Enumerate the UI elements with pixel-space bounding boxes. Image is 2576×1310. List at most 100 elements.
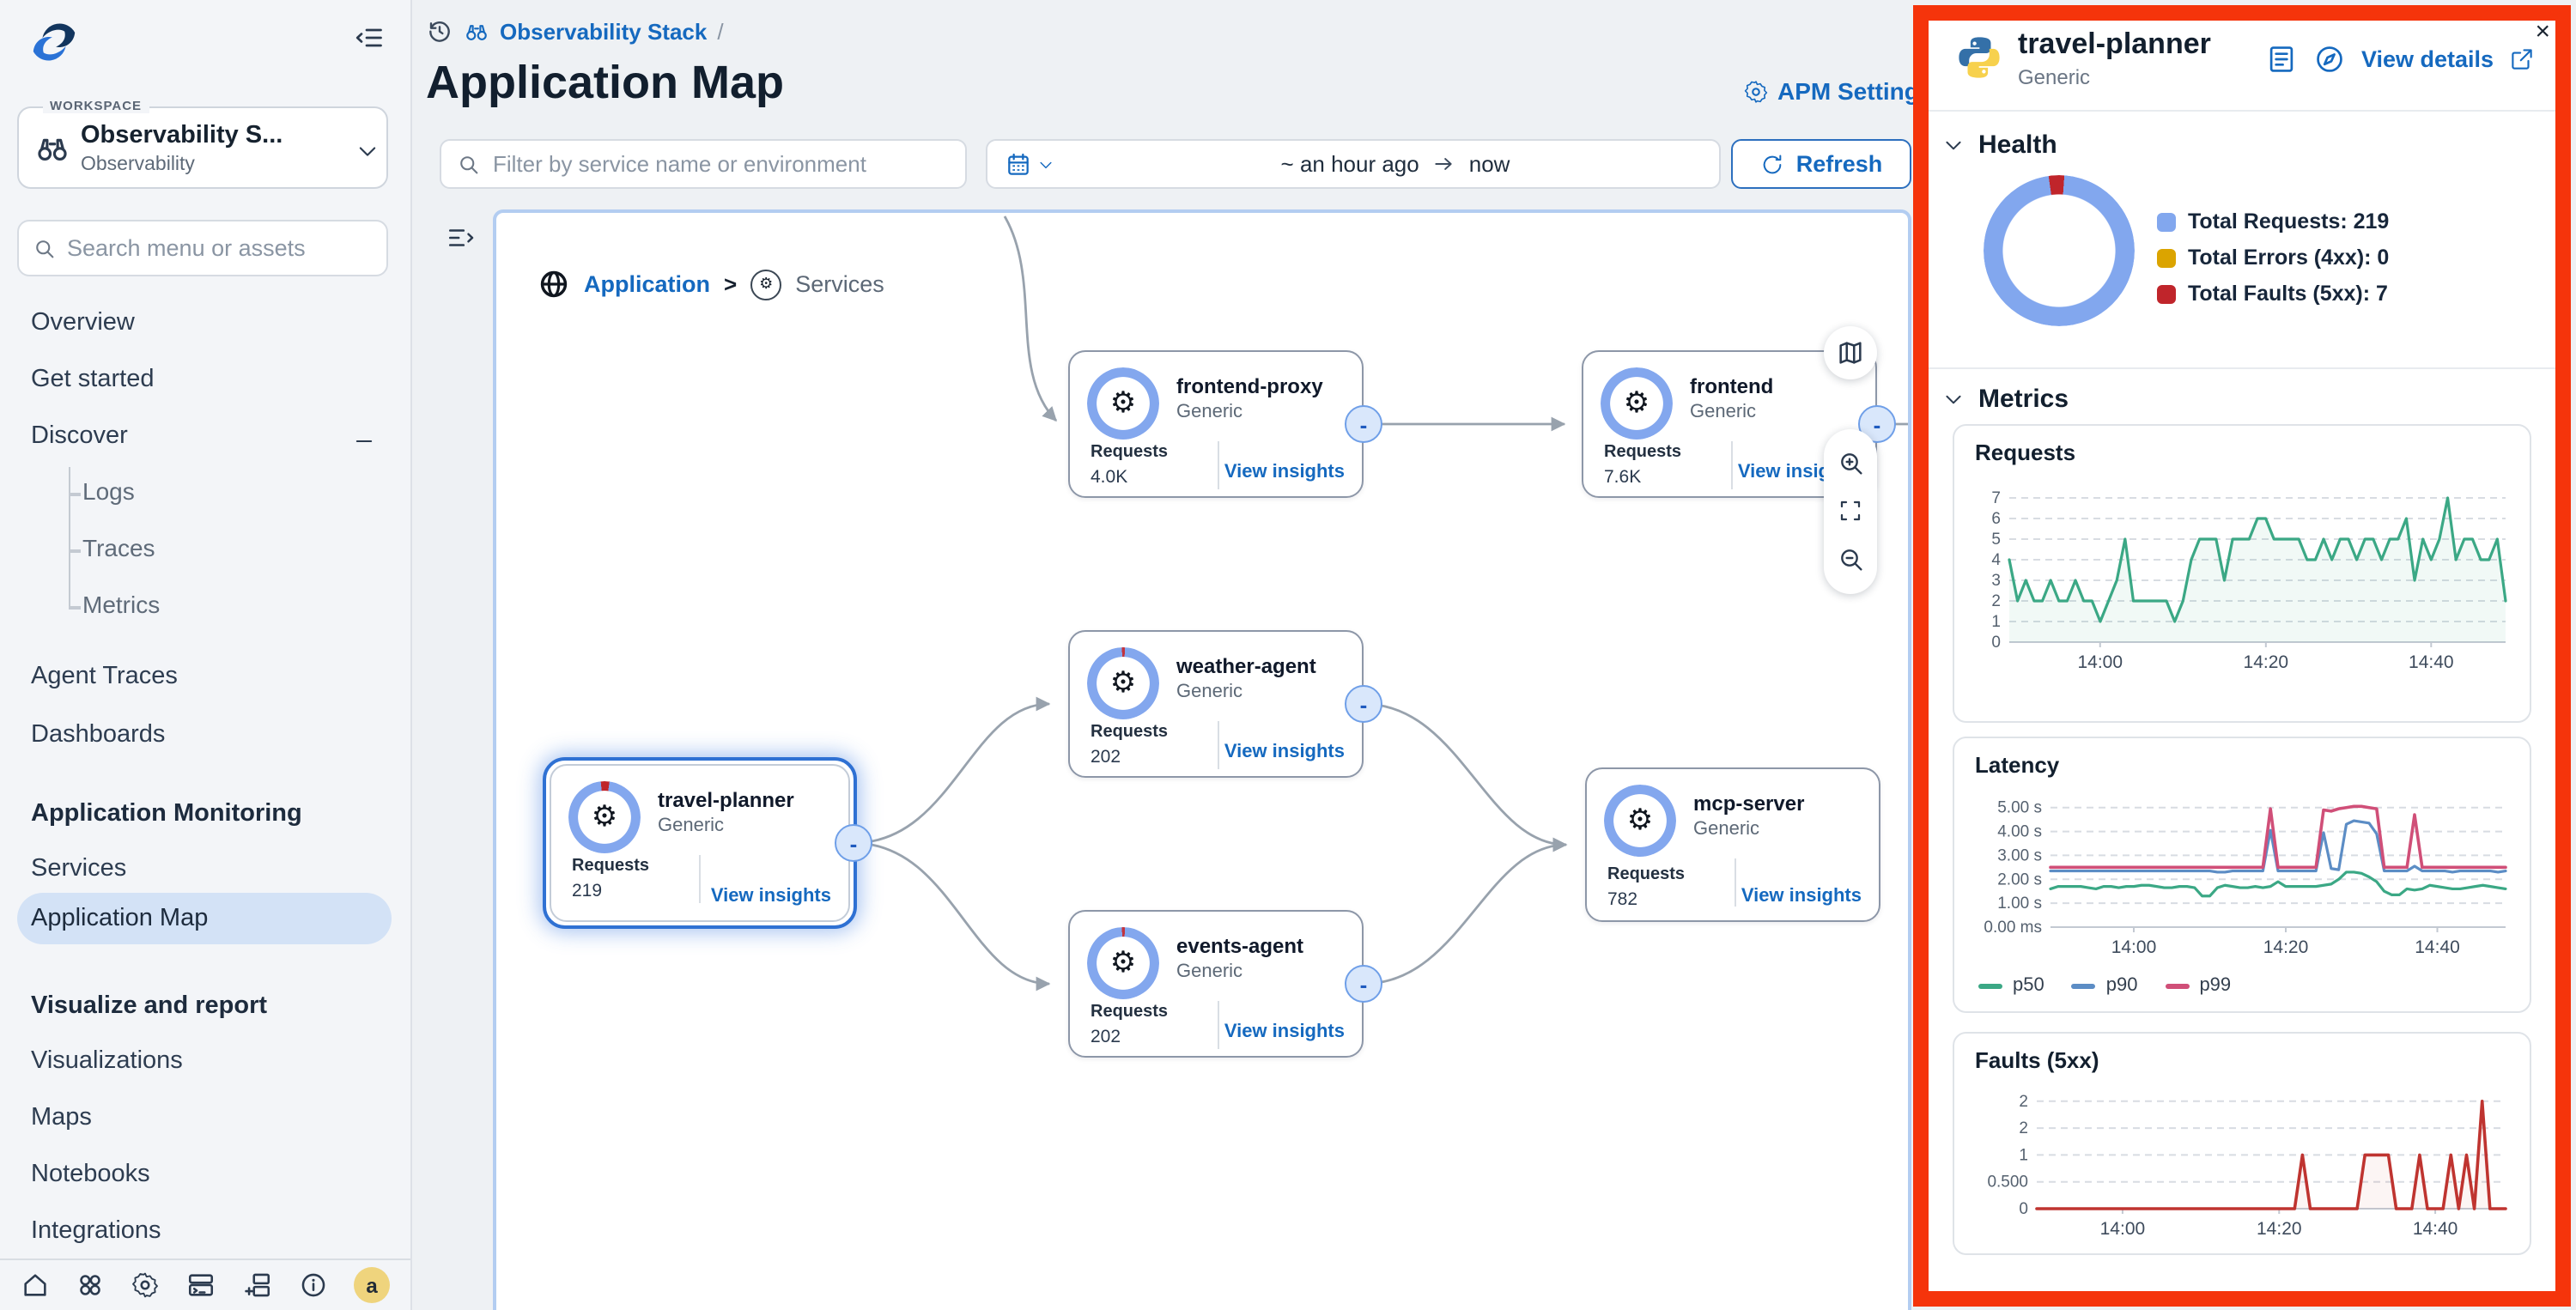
sidebar-search[interactable] [17, 220, 388, 276]
sidebar-item-traces[interactable]: Traces [68, 534, 155, 561]
service-filter-input[interactable] [493, 151, 939, 177]
metrics-section-header[interactable]: Metrics [1942, 385, 2069, 414]
collapse-edge-button[interactable]: - [1345, 965, 1382, 1003]
svg-text:14:00: 14:00 [2111, 937, 2157, 957]
apps-icon[interactable] [76, 1271, 105, 1300]
sidebar-item-services[interactable]: Services [31, 855, 127, 882]
collapse-edge-button[interactable]: - [1345, 685, 1382, 723]
annotation-highlight-box: × travel-planner Generic View details He… [1913, 5, 2571, 1307]
svg-text:1: 1 [1991, 613, 2001, 631]
view-details-link[interactable]: View details [2361, 46, 2494, 72]
breadcrumb-link[interactable]: Observability Stack [500, 18, 708, 44]
svg-text:0: 0 [2019, 1200, 2028, 1218]
svg-text:14:40: 14:40 [2409, 652, 2454, 672]
latency-chart: 0.00 ms1.00 s2.00 s3.00 s4.00 s5.00 s14:… [1984, 799, 2507, 957]
refresh-button[interactable]: Refresh [1731, 139, 1911, 189]
sidebar-item-metrics[interactable]: Metrics [68, 591, 161, 618]
legend-swatch [2157, 284, 2176, 303]
node-events-agent[interactable]: ⚙ events-agent Generic Requests 202 View… [1068, 910, 1364, 1058]
divider [1218, 1001, 1219, 1049]
view-insights-link[interactable]: View insights [1224, 742, 1345, 762]
gear-icon: ⚙ [1109, 386, 1137, 419]
sidebar-item-get-started[interactable]: Get started [31, 366, 155, 393]
add-panel-icon[interactable] [242, 1271, 273, 1300]
user-avatar[interactable]: a [354, 1267, 390, 1303]
info-icon[interactable] [299, 1271, 328, 1300]
view-insights-link[interactable]: View insights [1224, 1022, 1345, 1042]
node-name: weather-agent [1176, 654, 1316, 678]
svg-text:14:00: 14:00 [2100, 1219, 2146, 1239]
settings-gear-icon[interactable] [131, 1271, 160, 1300]
node-type: Generic [658, 816, 725, 836]
node-frontend-proxy[interactable]: ⚙ frontend-proxy Generic Requests 4.0K V… [1068, 350, 1364, 498]
node-name: frontend-proxy [1176, 374, 1323, 398]
divider [699, 855, 701, 903]
dev-tools-icon[interactable] [185, 1271, 216, 1300]
svg-text:2: 2 [2019, 1093, 2028, 1111]
requests-value: 219 [572, 881, 603, 901]
minimap-toggle-button[interactable] [1824, 326, 1877, 379]
node-weather-agent[interactable]: ⚙ weather-agent Generic Requests 202 Vie… [1068, 630, 1364, 778]
apm-settings-button[interactable]: APM Settings [1743, 77, 1932, 105]
panel-title: travel-planner [2018, 27, 2211, 60]
history-icon[interactable] [426, 17, 453, 45]
sidebar-item-dashboards[interactable]: Dashboards [31, 721, 166, 749]
sidebar-item-integrations[interactable]: Integrations [31, 1217, 161, 1245]
node-type: Generic [1176, 682, 1243, 702]
legend-swatch [2157, 248, 2176, 267]
view-insights-link[interactable]: View insights [710, 886, 831, 907]
gear-icon: ⚙ [1623, 386, 1650, 419]
fullscreen-icon[interactable] [1838, 499, 1863, 525]
binoculars-icon [38, 138, 67, 161]
gear-icon: ⚙ [1626, 804, 1654, 836]
sidebar-item-application-map[interactable]: Application Map [17, 893, 392, 944]
home-icon[interactable] [21, 1271, 50, 1300]
collapse-edge-button[interactable]: - [1345, 405, 1382, 443]
sidebar-footer: a [0, 1258, 410, 1310]
view-insights-link[interactable]: View insights [1741, 886, 1862, 907]
sidebar-item-notebooks[interactable]: Notebooks [31, 1161, 150, 1188]
node-mcp-server[interactable]: ⚙ mcp-server Generic Requests 782 View i… [1585, 767, 1880, 922]
logs-icon[interactable] [2265, 43, 2298, 76]
sidebar-item-agent-traces[interactable]: Agent Traces [31, 663, 178, 690]
collapse-sidebar-icon[interactable] [354, 22, 385, 53]
gear-icon: ⚙ [1109, 666, 1137, 699]
service-map-canvas[interactable]: Application > ⚙ Services [493, 209, 1911, 1310]
sidebar-item-maps[interactable]: Maps [31, 1104, 92, 1131]
map-breadcrumb-application[interactable]: Application [584, 271, 710, 297]
workspace-subtitle: Observability [81, 155, 195, 175]
time-range[interactable]: ~ an hour ago now [1072, 151, 1719, 177]
compass-icon[interactable] [2313, 43, 2346, 76]
sidebar-item-overview[interactable]: Overview [31, 309, 135, 337]
zoom-in-icon[interactable] [1837, 450, 1864, 477]
node-name: travel-planner [658, 788, 794, 812]
legend-label: Total Requests: 219 [2188, 209, 2390, 233]
close-icon[interactable]: × [2535, 17, 2550, 46]
zoom-out-icon[interactable] [1837, 546, 1864, 573]
node-travel-planner-selected[interactable]: ⚙ travel-planner Generic Requests 219 Vi… [543, 757, 857, 929]
sidebar-item-discover[interactable]: Discover [31, 422, 128, 450]
date-picker-button[interactable] [987, 141, 1072, 187]
metrics-title: Metrics [1978, 385, 2069, 414]
sidebar-item-visualizations[interactable]: Visualizations [31, 1047, 183, 1075]
chevron-right-icon: > [724, 271, 738, 297]
collapse-edge-button[interactable]: - [835, 824, 872, 862]
workspace-selector[interactable]: WORKSPACE Observability S... Observabili… [17, 98, 388, 189]
svg-text:14:20: 14:20 [2263, 937, 2309, 957]
requests-value: 4.0K [1091, 467, 1128, 488]
svg-text:14:20: 14:20 [2244, 652, 2289, 672]
view-insights-link[interactable]: View insights [1224, 462, 1345, 482]
sidebar-search-input[interactable] [67, 235, 359, 261]
map-zoom-controls [1824, 429, 1877, 594]
workspace-name: Observability S... [81, 122, 283, 149]
nav-tree-line [69, 467, 70, 606]
health-section-header[interactable]: Health [1942, 130, 2057, 160]
external-link-icon[interactable] [2509, 46, 2535, 72]
expand-panel-icon[interactable] [447, 223, 476, 252]
sidebar-item-logs[interactable]: Logs [68, 477, 135, 505]
svg-text:5: 5 [1991, 531, 2001, 549]
node-name: events-agent [1176, 934, 1304, 958]
service-filter[interactable] [440, 139, 967, 189]
collapse-section-icon[interactable] [352, 429, 376, 453]
service-health-ring [1087, 367, 1159, 440]
